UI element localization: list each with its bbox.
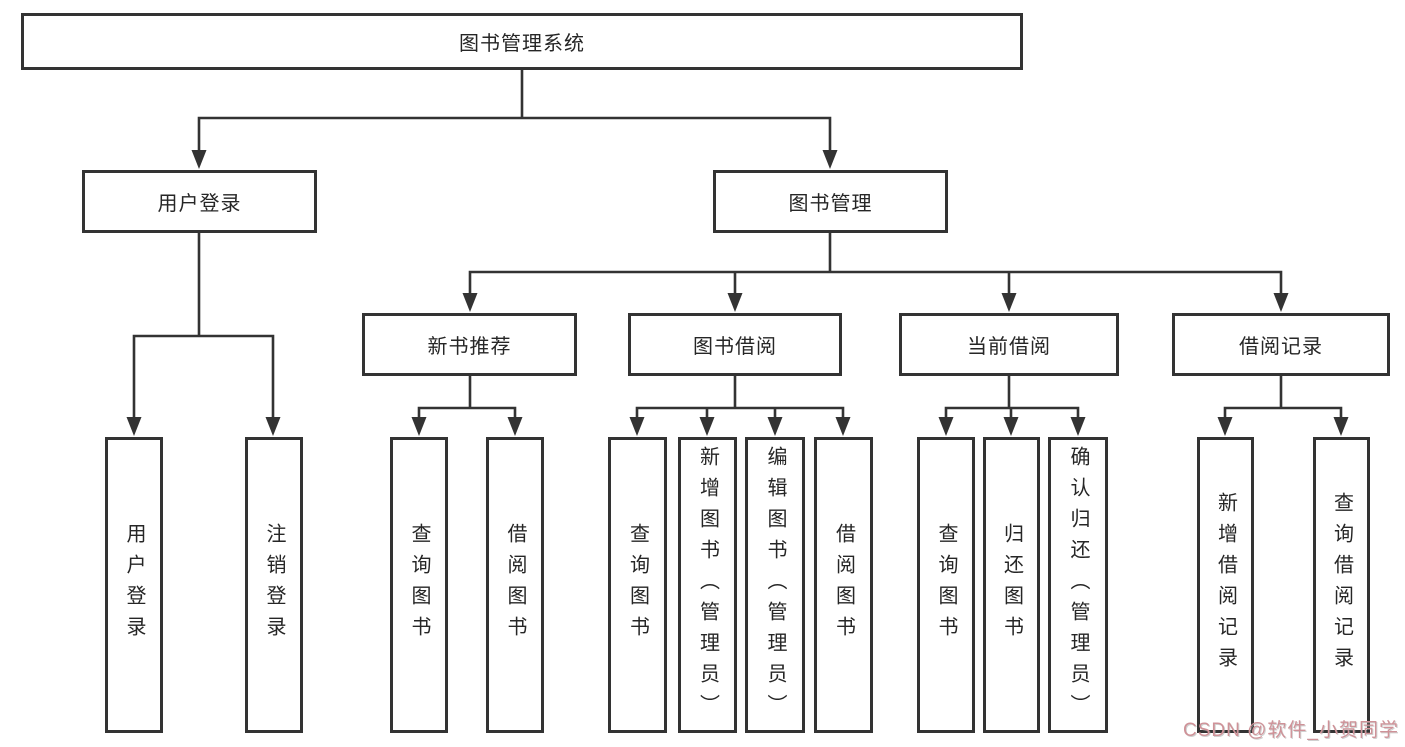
node-label: 当前借阅 <box>967 336 1051 358</box>
leaf-label: 新增图书（管理员） <box>696 445 719 725</box>
leaf-borrow-books: 借阅图书 <box>814 437 873 733</box>
node-label: 图书借阅 <box>693 336 777 358</box>
leaf-query-books-current: 查询图书 <box>917 437 975 733</box>
leaf-user-login: 用户登录 <box>105 437 163 733</box>
node-book-borrow: 图书借阅 <box>628 313 842 376</box>
leaf-confirm-return-admin: 确认归还（管理员） <box>1048 437 1108 733</box>
node-label: 图书管理 <box>788 193 873 215</box>
connector-root-to-level2 <box>191 70 838 169</box>
leaf-label: 查询借阅记录 <box>1330 492 1353 678</box>
leaf-label: 注销登录 <box>263 523 285 647</box>
node-new-book-recommend: 新书推荐 <box>362 313 577 376</box>
connector-current-borrow-to-leaves <box>938 376 1086 436</box>
leaf-label: 新增借阅记录 <box>1214 492 1237 678</box>
leaf-return-books: 归还图书 <box>983 437 1040 733</box>
leaf-label: 用户登录 <box>123 523 145 647</box>
connector-book-borrow-to-leaves <box>629 376 851 436</box>
node-label: 新书推荐 <box>427 336 512 358</box>
leaf-query-books-recommend: 查询图书 <box>390 437 448 733</box>
connector-new-book-recommend-to-leaves <box>411 376 523 436</box>
leaf-borrow-books-recommend: 借阅图书 <box>486 437 544 733</box>
node-borrow-records: 借阅记录 <box>1172 313 1390 376</box>
node-book-management: 图书管理 <box>713 170 948 233</box>
leaf-query-borrow-record: 查询借阅记录 <box>1313 437 1370 733</box>
leaf-label: 归还图书 <box>1000 523 1023 647</box>
node-user-login: 用户登录 <box>82 170 317 233</box>
leaf-query-books-borrow: 查询图书 <box>608 437 667 733</box>
node-label: 借阅记录 <box>1239 336 1323 358</box>
leaf-label: 确认归还（管理员） <box>1067 445 1089 725</box>
leaf-label: 编辑图书（管理员） <box>764 445 786 725</box>
leaf-edit-books-admin: 编辑图书（管理员） <box>745 437 805 733</box>
connector-book-management-to-level3 <box>462 233 1289 312</box>
leaf-label: 查询图书 <box>408 523 430 647</box>
node-root-library-management-system: 图书管理系统 <box>21 13 1023 70</box>
leaf-label: 查询图书 <box>935 523 957 647</box>
leaf-label: 查询图书 <box>626 523 649 647</box>
leaf-label: 借阅图书 <box>832 523 855 647</box>
connector-user-login-to-leaves <box>126 233 281 436</box>
leaf-label: 借阅图书 <box>504 523 526 647</box>
leaf-logout: 注销登录 <box>245 437 303 733</box>
node-current-borrow: 当前借阅 <box>899 313 1119 376</box>
leaf-add-borrow-record: 新增借阅记录 <box>1197 437 1254 733</box>
connector-borrow-records-to-leaves <box>1217 376 1349 436</box>
leaf-add-books-admin: 新增图书（管理员） <box>678 437 737 733</box>
node-label: 图书管理系统 <box>459 33 585 55</box>
node-label: 用户登录 <box>157 193 242 215</box>
